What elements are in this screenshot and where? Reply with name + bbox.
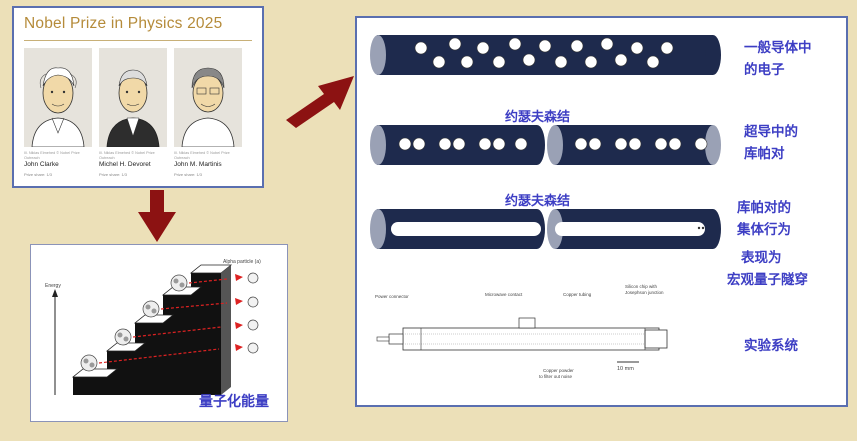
collective-behavior-label: 集体行为 <box>737 222 791 238</box>
prize-share: Prize share: 1/3 <box>24 172 53 177</box>
scale-bar-label: 10 mm <box>617 366 634 372</box>
cooper-pair-label: 库帕对 <box>744 146 785 162</box>
tunneling-label: 宏观量子隧穿 <box>727 272 808 288</box>
prize-share: Prize share: 1/3 <box>174 172 203 177</box>
nobel-title: Nobel Prize in Physics 2025 <box>24 15 223 32</box>
illustration-credit: Ill. Niklas Elmehed © Nobel Prize Outrea… <box>24 151 80 160</box>
alpha-particle-label: Alpha particle (a) <box>223 259 261 265</box>
nobel-prize-panel: Nobel Prize in Physics 2025 <box>12 6 264 188</box>
copper-powder-label: Copper powder <box>543 368 574 373</box>
josephson-junction-label: 约瑟夫森结 <box>505 110 571 125</box>
collective-behavior-tube <box>370 209 721 249</box>
right-arrow-icon <box>286 76 354 128</box>
portrait-john-martinis <box>174 48 242 147</box>
laureate-name: Michel H. Devoret <box>99 161 151 168</box>
prize-share: Prize share: 1/3 <box>99 172 128 177</box>
down-arrow-icon <box>138 190 176 242</box>
josephson-junction-label: 约瑟夫森结 <box>505 194 571 209</box>
normal-conductor-tube <box>370 35 721 75</box>
collective-behavior-label: 库帕对的 <box>737 200 791 216</box>
normal-electron-label: 一般导体中 <box>744 40 812 56</box>
chip-label: Josephson junction <box>625 290 664 295</box>
normal-electron-label: 的电子 <box>744 62 785 78</box>
copper-powder-label: to filter out noise <box>539 374 573 379</box>
chip-label: Silicon chip with <box>625 284 658 289</box>
experimental-system-label: 实验系统 <box>744 338 798 354</box>
quantized-energy-caption: 量子化能量 <box>199 394 269 410</box>
power-connector-label: Power connector <box>375 294 409 299</box>
energy-stairs-diagram <box>52 264 259 395</box>
portrait-michel-devoret <box>99 48 167 147</box>
superconductor-panel: 一般导体中 的电子 约瑟夫森结 超导中的 库帕对 约瑟夫森结 <box>355 16 848 407</box>
cooper-pair-label: 超导中的 <box>744 124 798 140</box>
laureate-name: John M. Martinis <box>174 161 222 168</box>
copper-tubing-label: Copper tubing <box>563 292 592 297</box>
illustration-credit: Ill. Niklas Elmehed © Nobel Prize Outrea… <box>174 151 230 160</box>
energy-stairs-panel: Energy Alpha particle (a) 量子化能量 <box>30 244 288 422</box>
portrait-john-clarke <box>24 48 92 147</box>
illustration-credit: Ill. Niklas Elmehed © Nobel Prize Outrea… <box>99 151 155 160</box>
tunneling-label: 表现为 <box>741 250 782 266</box>
title-divider <box>24 40 252 41</box>
microwave-contact-label: Microwave contact <box>485 292 523 297</box>
energy-axis-label: Energy <box>45 283 61 289</box>
superconductor-tube <box>370 125 721 165</box>
experimental-setup-diagram <box>376 317 668 363</box>
laureate-name: John Clarke <box>24 161 59 168</box>
